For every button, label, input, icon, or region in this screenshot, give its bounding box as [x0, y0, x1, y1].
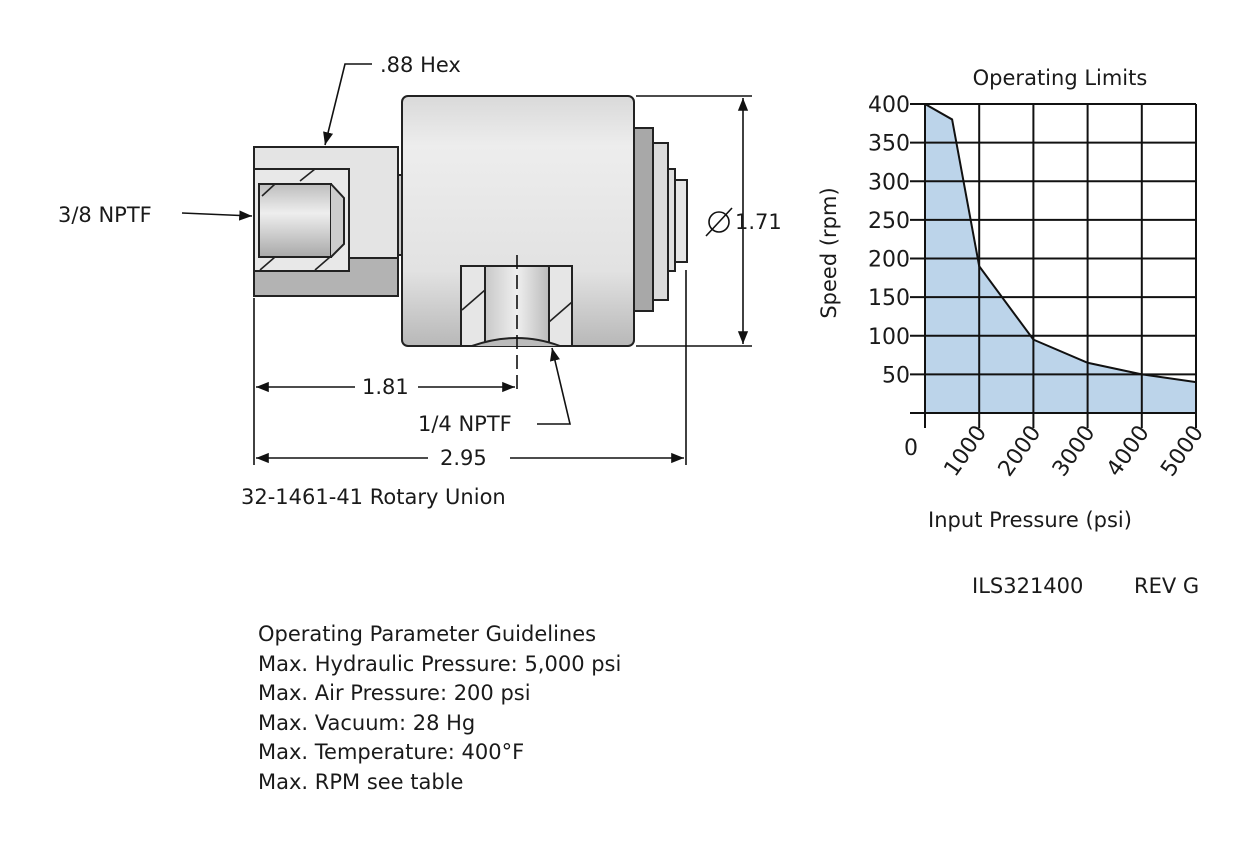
- spec-line: Max. RPM see table: [258, 769, 464, 794]
- operating-parameters: Operating Parameter Guidelines Max. Hydr…: [258, 620, 621, 797]
- spec-line: Max. Vacuum: 28 Hg: [258, 710, 476, 735]
- drawing-caption: 32-1461-41 Rotary Union: [241, 485, 506, 509]
- inlet-port-label: 3/8 NPTF: [58, 203, 152, 227]
- y-tick-label: 200: [868, 248, 910, 273]
- specs-title: Operating Parameter Guidelines: [258, 622, 597, 646]
- y-tick-label: 250: [868, 209, 910, 234]
- side-port-label: 1/4 NPTF: [418, 412, 512, 436]
- y-tick-label: 100: [868, 325, 910, 350]
- x-tick-label: 1000: [940, 421, 993, 481]
- spec-line: Max. Temperature: 400°F: [258, 740, 525, 764]
- chart-series-line: [924, 103, 1197, 384]
- spec-line: Max. Hydraulic Pressure: 5,000 psi: [258, 651, 622, 676]
- x-tick-label: 4000: [1102, 421, 1155, 481]
- chart-title: Operating Limits: [973, 66, 1148, 90]
- hex-size-label: .88 Hex: [380, 53, 461, 77]
- x-tick-label: 2000: [994, 421, 1047, 481]
- x-axis-label: Input Pressure (psi): [928, 508, 1132, 532]
- overall-length-dimension: 2.95: [440, 446, 487, 470]
- rotary-union-body: [253, 95, 688, 347]
- dimension-lines: [181, 63, 752, 465]
- revision-label: REV G: [1134, 574, 1200, 598]
- port-position-dimension: 1.81: [362, 375, 409, 399]
- y-axis-label: Speed (rpm): [817, 187, 841, 318]
- y-tick-label: 400: [868, 93, 910, 118]
- spec-line: Max. Air Pressure: 200 psi: [258, 681, 531, 705]
- diameter-dimension: 1.71: [735, 210, 782, 234]
- x-tick-label: 3000: [1048, 421, 1101, 481]
- x-tick-label: 5000: [1156, 421, 1209, 481]
- y-tick-label: 350: [868, 132, 910, 157]
- y-tick-label: 150: [868, 286, 910, 311]
- y-tick-label: 300: [868, 170, 910, 195]
- x-tick-label: 0: [904, 436, 918, 461]
- y-tick-label: 50: [882, 363, 910, 388]
- document-id: ILS321400: [972, 574, 1084, 598]
